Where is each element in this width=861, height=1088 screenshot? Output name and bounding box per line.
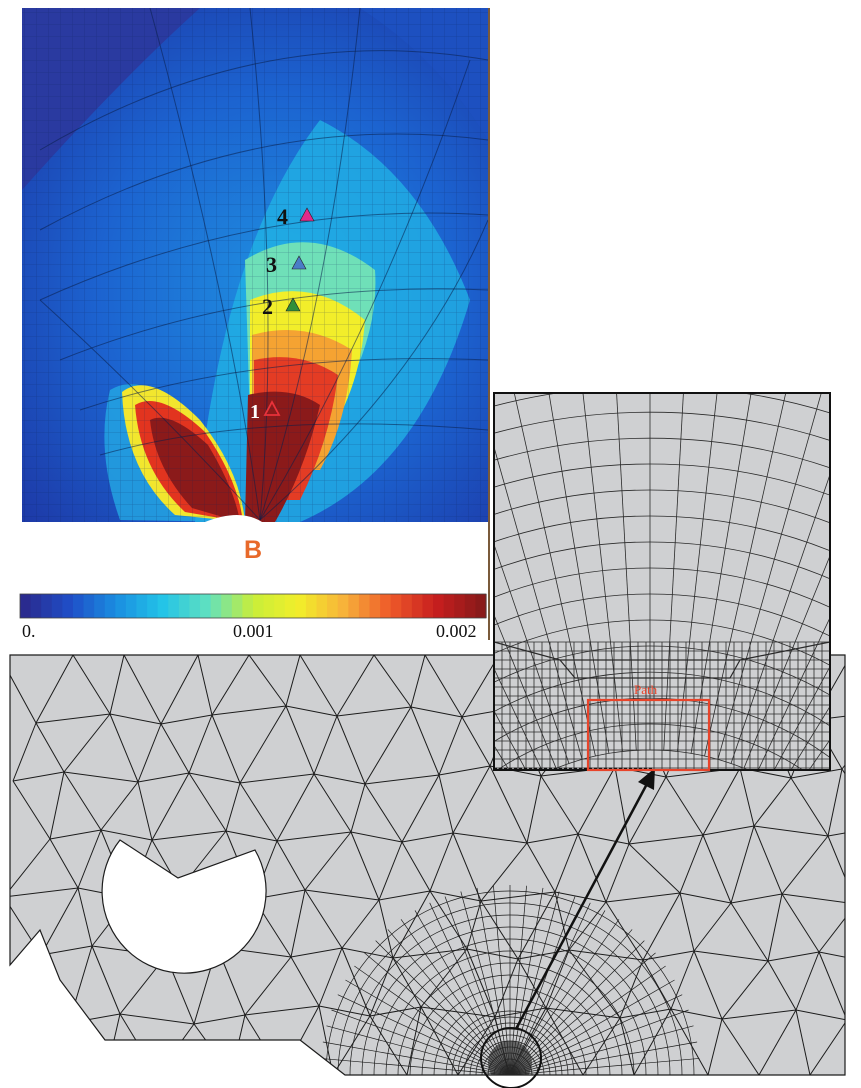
notch-cutout <box>205 515 262 522</box>
inset-structured-mesh <box>494 393 830 770</box>
colorbar-swatches <box>20 594 487 618</box>
colorbar-swatch <box>83 594 95 618</box>
colorbar-swatch <box>157 594 169 618</box>
path-label: Path <box>634 682 658 697</box>
colorbar-swatch <box>51 594 63 618</box>
colorbar-swatch <box>115 594 127 618</box>
colorbar-swatch <box>433 594 445 618</box>
zoom-arrow <box>514 768 655 1030</box>
colorbar-swatch <box>41 594 53 618</box>
colorbar-swatch <box>348 594 360 618</box>
pixel-grid-overlay <box>22 8 488 522</box>
circular-hole <box>101 839 267 974</box>
colorbar-swatch <box>295 594 307 618</box>
colorbar-swatch <box>411 594 424 618</box>
location-label-b: B <box>244 536 262 564</box>
colorbar-swatch <box>178 594 191 618</box>
colorbar-swatch <box>337 594 349 618</box>
point-2-marker <box>285 297 301 312</box>
colorbar-frame <box>19 593 487 619</box>
colorbar-swatch <box>316 594 328 618</box>
colorbar-swatch <box>263 594 275 618</box>
colorbar: 0. 0.001 0.002 <box>19 593 487 641</box>
zoom-arrowhead <box>638 768 655 790</box>
colorbar-swatch <box>62 594 74 618</box>
point-3-marker <box>291 255 307 270</box>
colorbar-swatch <box>327 594 339 618</box>
colorbar-swatch <box>380 594 392 618</box>
measurement-point-markers: 1 2 3 4 <box>250 204 315 423</box>
colorbar-tick-1: 0.001 <box>233 621 274 641</box>
colorbar-swatch <box>125 594 138 618</box>
colorbar-swatch <box>454 594 466 618</box>
colorbar-swatch <box>390 594 402 618</box>
deformed-mesh-lines <box>39 8 488 521</box>
colorbar-swatch <box>475 594 487 618</box>
point-1-marker <box>263 400 281 416</box>
colorbar-swatch <box>443 594 455 618</box>
colorbar-swatch <box>253 594 265 618</box>
colorbar-swatch <box>358 594 371 618</box>
zoom-region-circle <box>480 1027 542 1088</box>
colorbar-swatch <box>200 594 212 618</box>
colorbar-swatch <box>72 594 85 618</box>
point-2-label: 2 <box>262 294 273 319</box>
colorbar-swatch <box>369 594 381 618</box>
colorbar-swatch <box>242 594 254 618</box>
notch-tip-dense-mesh <box>488 1041 532 1075</box>
colorbar-swatch <box>136 594 148 618</box>
colorbar-swatch <box>305 594 318 618</box>
colorbar-swatch <box>168 594 180 618</box>
colorbar-swatch <box>189 594 201 618</box>
colorbar-swatch <box>464 594 477 618</box>
colorbar-swatch <box>210 594 222 618</box>
colorbar-swatch <box>284 594 296 618</box>
colorbar-swatch <box>221 594 233 618</box>
point-1-label: 1 <box>250 401 260 423</box>
colorbar-swatch <box>231 594 244 618</box>
point-4-marker <box>299 207 315 222</box>
point-3-label: 3 <box>266 252 277 277</box>
colorbar-swatch <box>401 594 413 618</box>
point-4-label: 4 <box>277 204 288 229</box>
colorbar-tick-0: 0. <box>22 621 36 641</box>
colorbar-swatch <box>30 594 42 618</box>
colorbar-swatch <box>274 594 286 618</box>
colorbar-swatch <box>94 594 106 618</box>
zoom-arrow-line <box>514 781 650 1030</box>
path-rectangle <box>586 698 711 772</box>
colorbar-tick-2: 0.002 <box>436 621 477 641</box>
zoom-inset: Path <box>493 392 831 772</box>
colorbar-swatch <box>104 594 116 618</box>
colorbar-swatch <box>422 594 434 618</box>
strain-contour-map <box>22 8 488 522</box>
colorbar-swatch <box>147 594 159 618</box>
colorbar-swatch <box>20 594 32 618</box>
